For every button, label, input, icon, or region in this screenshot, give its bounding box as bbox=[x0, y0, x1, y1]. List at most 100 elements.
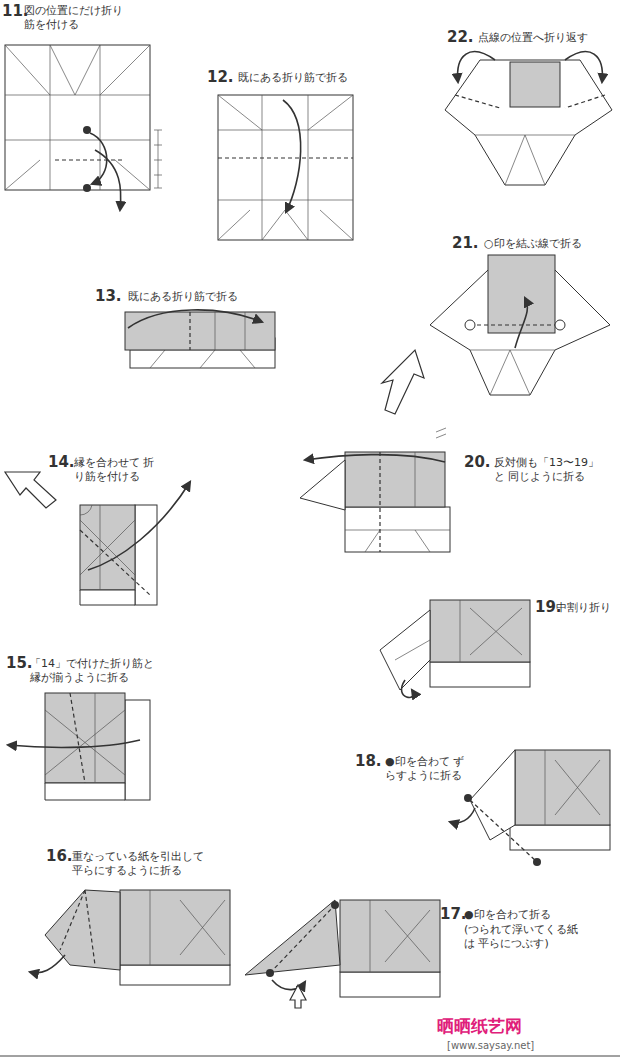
instruction-note: (つられて浮いてくる紙は 平らにつぶす) bbox=[464, 923, 585, 951]
step-12-figure bbox=[218, 95, 353, 240]
step-number: 14. bbox=[48, 453, 75, 472]
step-14-figure bbox=[80, 482, 190, 605]
step-16-figure-part bbox=[60, 890, 95, 965]
step-18-figure-part bbox=[470, 800, 537, 862]
step-18-figure-part bbox=[515, 750, 610, 825]
step-15-figure bbox=[8, 693, 150, 800]
page-rule bbox=[0, 1056, 620, 1057]
step-21-figure-part bbox=[488, 255, 555, 333]
step-number: 22. bbox=[447, 28, 474, 47]
instruction-text: 縁を合わせて 折り筋を付ける bbox=[74, 456, 157, 484]
step-11-figure-part bbox=[5, 45, 150, 190]
step-20-figure-part bbox=[345, 452, 445, 507]
step-19-figure-part bbox=[395, 600, 522, 662]
step-19-figure-part bbox=[402, 680, 414, 697]
watermark-url: [www.saysay.net] bbox=[447, 1040, 534, 1053]
step-13-figure-part bbox=[215, 312, 245, 350]
step-number: 12. bbox=[207, 68, 234, 87]
step-20-figure-part bbox=[305, 455, 445, 462]
step-16-figure-part bbox=[45, 890, 120, 970]
step-13-figure-part bbox=[128, 310, 262, 328]
step-21-figure-part bbox=[555, 320, 565, 330]
step-18-figure-part bbox=[545, 750, 600, 825]
step-14-figure-part bbox=[80, 505, 135, 590]
step-12-figure-part bbox=[218, 157, 353, 158]
step-22-figure-part bbox=[455, 95, 605, 108]
step-15-figure-part bbox=[125, 700, 150, 800]
step-11-figure-part bbox=[55, 159, 125, 160]
step-11-figure-part bbox=[83, 126, 91, 134]
watermark: 晒晒纸艺网 bbox=[437, 1016, 522, 1037]
step-11-figure-part bbox=[154, 130, 162, 188]
instruction-text: 点線の位置へ折り返す bbox=[478, 31, 610, 45]
step-22-figure-part bbox=[458, 52, 495, 82]
step-20-figure-part bbox=[345, 507, 450, 552]
step-17-figure-part bbox=[245, 900, 340, 975]
step-16-figure-part bbox=[150, 890, 225, 965]
step-15-figure-part bbox=[45, 693, 125, 783]
step-17-figure bbox=[245, 900, 440, 1008]
step-16-figure-part bbox=[120, 965, 230, 985]
instruction-text: ○印を結ぶ線で折る bbox=[484, 237, 605, 251]
step-18-figure-part bbox=[533, 858, 541, 866]
step-21-figure-part bbox=[470, 350, 555, 395]
step-13-figure-part bbox=[130, 350, 275, 368]
step-17-figure-part bbox=[331, 901, 339, 909]
instruction-text: ●印を合わて ずらすように折る bbox=[385, 755, 473, 783]
step-number: 20. bbox=[464, 453, 491, 472]
instruction-text: 重なっている紙を引出して 平らにするように折る bbox=[72, 850, 210, 878]
step-17-figure-part bbox=[270, 905, 335, 973]
step-14-figure-part bbox=[80, 590, 135, 605]
step-16-figure-part bbox=[120, 890, 230, 965]
step-18-figure bbox=[450, 750, 610, 866]
step-11-figure-part bbox=[95, 150, 121, 210]
step-22-figure bbox=[445, 52, 612, 185]
step-21-figure-part bbox=[515, 298, 527, 348]
step-22-figure-part bbox=[445, 60, 612, 185]
step-number: 21. bbox=[452, 234, 479, 253]
step-13-figure-part bbox=[189, 312, 190, 350]
step-21-figure-part bbox=[465, 320, 475, 330]
step-number: 17. bbox=[440, 905, 467, 924]
step-15-figure-part bbox=[70, 693, 85, 783]
step-19-figure-part bbox=[430, 600, 530, 662]
step-15-figure-part bbox=[8, 740, 140, 747]
step-16-figure-part bbox=[30, 955, 65, 973]
step-19-figure-part bbox=[380, 610, 430, 690]
step-number: 16. bbox=[46, 847, 73, 866]
step-14-figure-part bbox=[80, 505, 92, 515]
hollow-arrow bbox=[382, 350, 424, 414]
step-15-figure-part bbox=[45, 783, 125, 800]
step-number: 13. bbox=[95, 287, 122, 306]
step-18-figure-part bbox=[450, 808, 475, 823]
step-20-figure-part bbox=[300, 460, 345, 510]
step-17-figure-part bbox=[370, 900, 430, 972]
step-14-figure-part bbox=[135, 505, 157, 605]
step-22-figure-part bbox=[565, 52, 602, 82]
step-11-figure-part bbox=[83, 184, 91, 192]
step-18-figure-part bbox=[464, 794, 472, 802]
instruction-text: 反対側も「13〜19」と 同じように折る bbox=[494, 456, 610, 484]
step-11-figure-part bbox=[90, 133, 107, 184]
step-20-figure-part bbox=[379, 452, 380, 552]
step-22-figure-part bbox=[475, 135, 575, 185]
step-17-figure-part bbox=[266, 969, 274, 977]
step-14-figure-part bbox=[88, 482, 190, 570]
instruction-text: 図の位置にだけ折り 筋を付ける bbox=[24, 4, 130, 32]
step-21-figure bbox=[430, 255, 610, 395]
step-12-figure-part bbox=[218, 95, 353, 240]
step-17-figure-part bbox=[290, 985, 306, 1008]
step-20-figure bbox=[300, 428, 450, 552]
step-19-figure-part bbox=[430, 662, 530, 687]
step-18-figure-part bbox=[470, 750, 515, 840]
step-11-figure bbox=[5, 45, 162, 210]
step-17-figure-part bbox=[340, 900, 440, 972]
step-18-figure-part bbox=[510, 825, 610, 850]
step-16-figure bbox=[30, 890, 230, 985]
step-12-figure-part bbox=[218, 95, 353, 240]
step-number: 15. bbox=[6, 654, 33, 673]
step-15-figure-part bbox=[45, 693, 125, 783]
step-number: 18. bbox=[355, 752, 382, 771]
